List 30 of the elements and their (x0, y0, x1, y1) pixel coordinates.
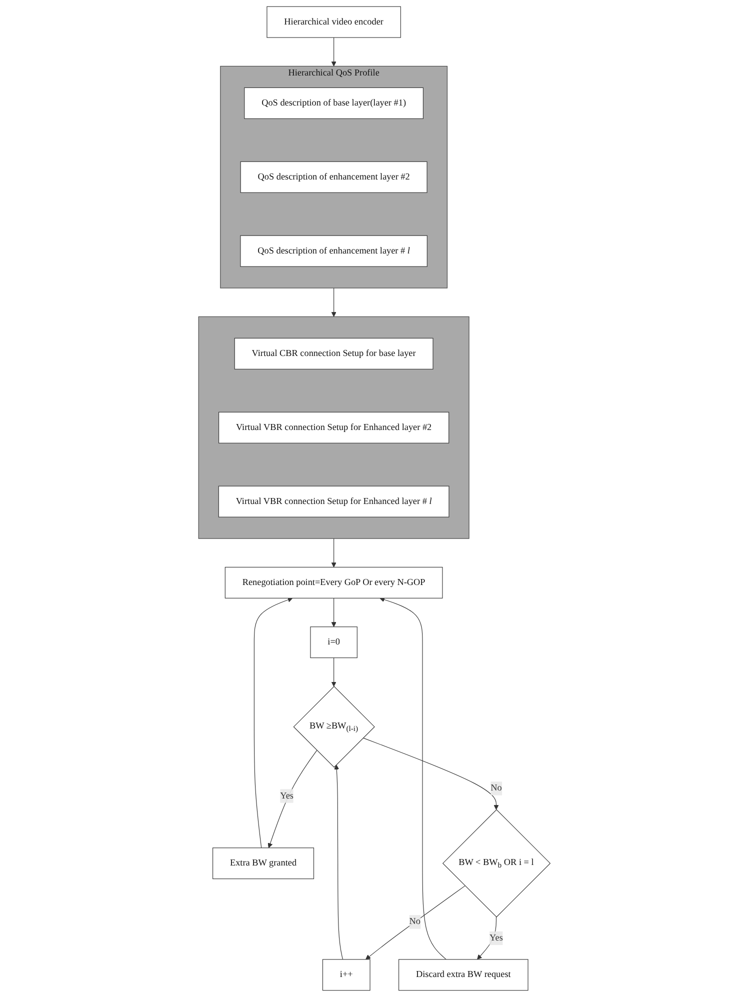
node-box: Extra BW granted (212, 848, 314, 880)
arrow (331, 658, 336, 687)
node-box: i++ (322, 959, 370, 991)
node-box: Discard extra BW request (398, 959, 528, 991)
arrow (331, 538, 336, 568)
node-box: Hierarchical video encoder (266, 6, 402, 38)
arrow (366, 886, 466, 960)
node-box: i=0 (310, 626, 358, 658)
edge-label: No (409, 916, 421, 927)
arrow (331, 37, 336, 66)
arrow (254, 597, 293, 848)
arrow (331, 598, 336, 628)
arrow (380, 597, 447, 960)
edge-label: Yes (280, 790, 294, 801)
arrow (362, 738, 499, 810)
node-diamond: BW < BW$_{b}$ OR i = l (442, 809, 551, 918)
node-diamond: BW ≥BW$_{(l-i)}$ (293, 686, 376, 768)
node-box: QoS description of enhancement layer #2 (240, 161, 428, 193)
node-box: Virtual VBR connection Setup for Enhanced layer # l (218, 486, 450, 518)
edge-label: No (490, 783, 502, 794)
node-box: Renegotiation point=Every GoP Or every N-GOP (224, 566, 443, 598)
arrow (268, 750, 318, 848)
node-box: QoS description of base layer(layer #1) (244, 87, 424, 119)
arrow (331, 288, 336, 317)
node-box: Virtual VBR connection Setup for Enhanced layer #2 (218, 412, 450, 444)
arrow (334, 764, 344, 960)
node-box: QoS description of enhancement layer # l (240, 235, 428, 267)
cluster (198, 316, 470, 539)
node-box: Virtual CBR connection Setup for base layer (234, 338, 434, 370)
edge-label: Yes (490, 933, 504, 943)
